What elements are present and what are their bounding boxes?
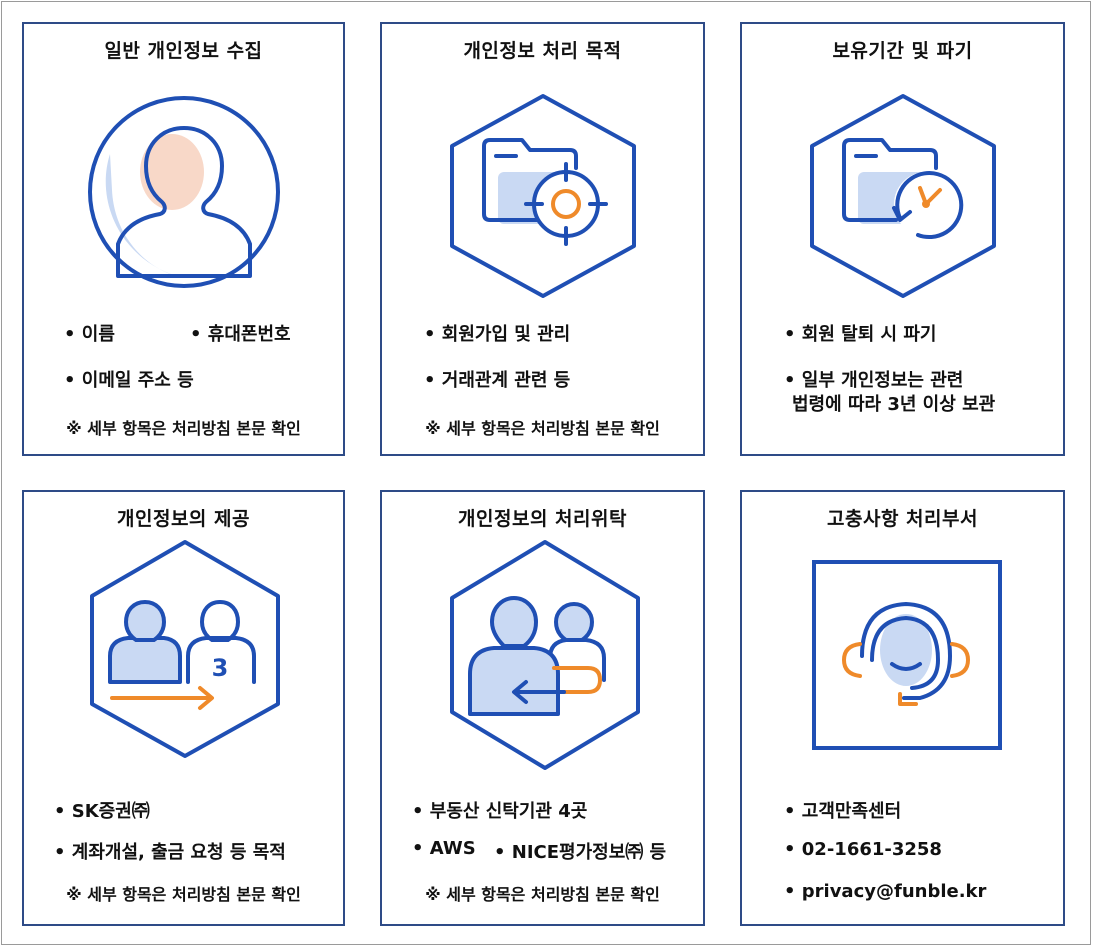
card-title: 개인정보 처리 목적 bbox=[463, 40, 622, 62]
headset-support-icon bbox=[812, 560, 1002, 750]
list-item: • AWS bbox=[412, 838, 476, 859]
card-processing-purpose: 개인정보 처리 목적 • 회원가입 및 관리 • 거래관계 관련 등 ※ 세부 … bbox=[380, 22, 705, 456]
detail-note: ※ 세부 항목은 처리방침 본문 확인 bbox=[66, 885, 301, 904]
person-profile-icon bbox=[84, 94, 284, 294]
list-item: 법령에 따라 3년 이상 보관 bbox=[792, 394, 996, 415]
folder-clock-icon bbox=[798, 90, 1008, 300]
card-title: 개인정보의 제공 bbox=[117, 508, 250, 530]
card-outsourcing: 개인정보의 처리위탁 • 부동산 신탁기관 4곳 • AWS • NICE평가정… bbox=[380, 490, 705, 926]
outsourcing-icon bbox=[440, 538, 650, 770]
list-item: • 회원 탈퇴 시 파기 bbox=[784, 324, 937, 345]
list-item: • 고객만족센터 bbox=[784, 801, 902, 822]
detail-note: ※ 세부 항목은 처리방침 본문 확인 bbox=[66, 419, 301, 438]
list-item: • NICE평가정보㈜ 등 bbox=[494, 842, 667, 863]
list-item: • 이메일 주소 등 bbox=[64, 370, 194, 391]
detail-note: ※ 세부 항목은 처리방침 본문 확인 bbox=[425, 885, 660, 904]
list-item: • 휴대폰번호 bbox=[190, 324, 291, 345]
card-title: 보유기간 및 파기 bbox=[832, 40, 973, 62]
list-item: • 거래관계 관련 등 bbox=[424, 370, 571, 391]
card-title: 개인정보의 처리위탁 bbox=[458, 508, 627, 530]
list-item: • privacy@funble.kr bbox=[784, 881, 987, 902]
third-party-provision-icon: 3 bbox=[80, 538, 290, 758]
list-item: • 계좌개설, 출금 요청 등 목적 bbox=[54, 842, 286, 863]
card-retention-destruction: 보유기간 및 파기 • 회원 탈퇴 시 파기 • 일부 개인정보는 관련 법령에… bbox=[740, 22, 1065, 456]
card-title: 고충사항 처리부서 bbox=[827, 508, 978, 530]
svg-text:3: 3 bbox=[212, 654, 229, 682]
detail-note: ※ 세부 항목은 처리방침 본문 확인 bbox=[425, 419, 660, 438]
card-third-party-provision: 개인정보의 제공 3 • SK증권㈜ • 계좌개설, 출금 요청 등 목적 ※ … bbox=[22, 490, 345, 926]
list-item: • 부동산 신탁기관 4곳 bbox=[412, 801, 588, 822]
folder-target-icon bbox=[438, 90, 648, 300]
card-title: 일반 개인정보 수집 bbox=[104, 40, 263, 62]
list-item: • SK증권㈜ bbox=[54, 801, 150, 822]
card-general-collection: 일반 개인정보 수집 • 이름 • 휴대폰번호 • 이메일 주소 등 ※ 세부 … bbox=[22, 22, 345, 456]
list-item: • 이름 bbox=[64, 324, 115, 345]
list-item: • 02-1661-3258 bbox=[784, 839, 942, 860]
list-item: • 일부 개인정보는 관련 bbox=[784, 370, 964, 391]
list-item: • 회원가입 및 관리 bbox=[424, 324, 571, 345]
card-grievance-department: 고충사항 처리부서 • 고객만족센터 • 02-1661-3258 • priv… bbox=[740, 490, 1065, 926]
